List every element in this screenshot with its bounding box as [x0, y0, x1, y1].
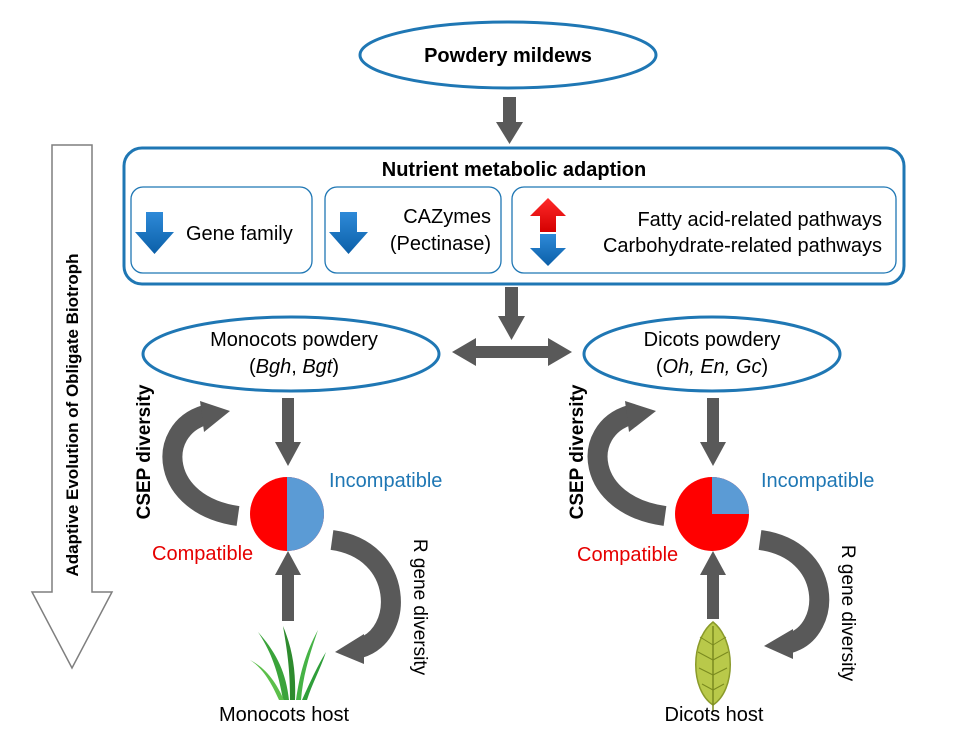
monocots-species: (Bgh, Bgt) — [249, 356, 339, 378]
arrow-metabolic-to-split — [498, 287, 525, 340]
pathways-box — [511, 186, 897, 274]
monocots-powdery-node — [141, 315, 441, 393]
arrow-top-to-metabolic — [496, 97, 523, 144]
leaf-icon — [695, 621, 731, 712]
dicots-pie — [675, 477, 749, 551]
carbohydrate-label: Carbohydrate-related pathways — [603, 235, 882, 257]
decrease-arrow-icon — [135, 212, 174, 254]
metabolic-title: Nutrient metabolic adaption — [382, 159, 646, 181]
powdery-mildews-node — [358, 20, 658, 90]
pie-incompatible-slice — [712, 477, 749, 514]
double-arrow-icon — [452, 338, 572, 366]
cazymes-label: CAZymes — [403, 206, 491, 228]
monocots-host-label: Monocots host — [219, 704, 350, 726]
dicots-csep-label: CSEP diversity — [567, 384, 588, 519]
dicots-species: (Oh, En, Gc) — [656, 356, 768, 378]
pectinase-label: (Pectinase) — [390, 233, 491, 255]
monocots-csep-curve-arrow — [162, 401, 240, 526]
increase-arrow-icon — [530, 198, 566, 232]
monocots-rgene-label: R gene diversity — [409, 539, 430, 676]
gene-family-box — [130, 186, 313, 274]
monocots-compatible-label: Compatible — [152, 543, 253, 565]
pie-incompatible-slice — [287, 477, 324, 551]
monocots-title: Monocots powdery — [210, 329, 378, 351]
cazymes-box — [324, 186, 502, 274]
monocots-csep-label: CSEP diversity — [134, 384, 155, 519]
fatty-acid-label: Fatty acid-related pathways — [637, 209, 882, 231]
arrow-monocots-to-pie — [275, 398, 301, 466]
dicots-compatible-label: Compatible — [577, 544, 678, 566]
powdery-mildews-label: Powdery mildews — [424, 45, 592, 67]
monocots-incompatible-label: Incompatible — [329, 470, 442, 492]
adaptive-evolution-label: Adaptive Evolution of Obligate Biotroph — [63, 254, 82, 577]
arrow-monocots-host-to-pie — [275, 551, 301, 621]
dicots-csep-curve-arrow — [587, 401, 667, 526]
dicots-host-label: Dicots host — [665, 704, 764, 726]
gene-family-label: Gene family — [186, 223, 293, 245]
monocots-pie — [250, 477, 324, 551]
decrease-arrow-icon — [329, 212, 368, 254]
dicots-rgene-label: R gene diversity — [837, 545, 858, 682]
arrow-dicots-to-pie — [700, 398, 726, 466]
dicots-powdery-node — [582, 315, 842, 393]
dicots-incompatible-label: Incompatible — [761, 470, 874, 492]
dicots-title: Dicots powdery — [644, 329, 781, 351]
arrow-dicots-host-to-pie — [700, 551, 726, 619]
adaptive-evolution-arrow — [30, 144, 114, 670]
grass-icon — [250, 626, 326, 700]
decrease-arrow-icon — [530, 234, 566, 266]
dicots-rgene-curve-arrow — [758, 530, 830, 659]
monocots-rgene-curve-arrow — [330, 530, 401, 664]
